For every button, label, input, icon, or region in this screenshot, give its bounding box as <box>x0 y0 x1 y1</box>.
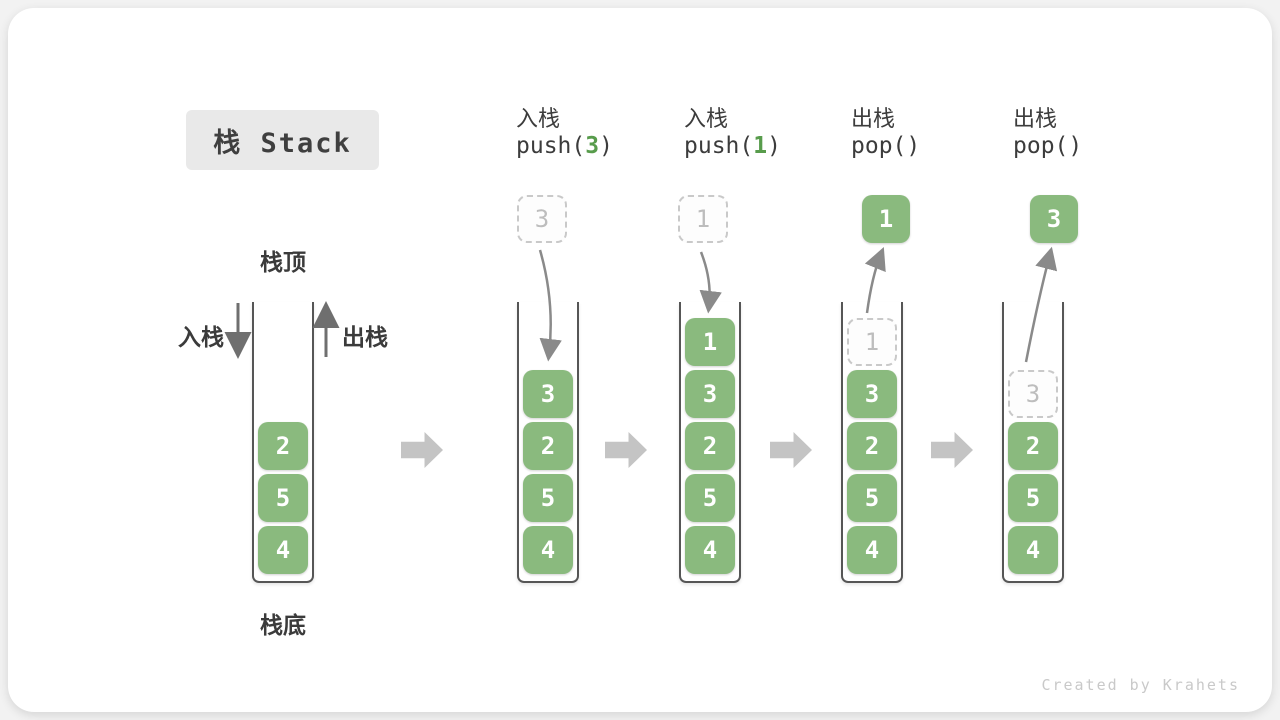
code-open: pop() <box>1013 133 1083 159</box>
code-open: pop() <box>851 133 921 159</box>
stack-well-initial <box>252 302 314 583</box>
stack-box: 4 <box>523 526 573 574</box>
stack-box: 4 <box>847 526 897 574</box>
header-pop-3-code: pop() <box>1013 132 1082 160</box>
stack-box: 5 <box>523 474 573 522</box>
stack-box: 5 <box>685 474 735 522</box>
float-popped-box-3: 3 <box>1030 195 1078 243</box>
header-pop-1-op: 出栈 <box>851 106 896 131</box>
header-push-3-op: 入栈 <box>516 106 561 131</box>
pop-direction-label: 出栈 <box>342 324 388 350</box>
stack-box: 5 <box>1008 474 1058 522</box>
header-push-3: 入栈 push(3) <box>516 106 613 160</box>
stack-box: 5 <box>847 474 897 522</box>
stack-box: 2 <box>685 422 735 470</box>
code-close: ) <box>599 133 613 159</box>
stack-top-label: 栈顶 <box>260 249 306 275</box>
stack-well-pop-3 <box>1002 302 1064 583</box>
float-ghost-box-3: 3 <box>517 195 567 243</box>
watermark: Created by Krahets <box>1041 676 1240 694</box>
header-pop-3: 出栈 pop() <box>1013 106 1082 160</box>
stack-box: 2 <box>523 422 573 470</box>
stack-box: 3 <box>847 370 897 418</box>
stack-box: 3 <box>685 370 735 418</box>
header-pop-1: 出栈 pop() <box>851 106 920 160</box>
header-pop-3-op: 出栈 <box>1013 106 1058 131</box>
stack-well-pop-1 <box>841 302 903 583</box>
stack-box: 4 <box>1008 526 1058 574</box>
stack-box: 1 <box>685 318 735 366</box>
header-push-3-code: push(3) <box>516 132 613 160</box>
stack-box: 2 <box>258 422 308 470</box>
code-close: ) <box>767 133 781 159</box>
stack-box: 3 <box>523 370 573 418</box>
diagram-title: 栈 Stack <box>186 110 379 170</box>
stack-box: 2 <box>1008 422 1058 470</box>
stack-box: 2 <box>847 422 897 470</box>
float-popped-box-1: 1 <box>862 195 910 243</box>
stack-well-push-3 <box>517 302 579 583</box>
stack-well-push-1 <box>679 302 741 583</box>
code-arg: 3 <box>585 133 600 159</box>
code-open: push( <box>684 133 754 159</box>
stack-ghost-box: 1 <box>847 318 897 366</box>
push-direction-label: 入栈 <box>178 324 224 350</box>
header-push-1-op: 入栈 <box>684 106 729 131</box>
stack-bottom-label: 栈底 <box>260 612 306 638</box>
stack-ghost-box: 3 <box>1008 370 1058 418</box>
stack-box: 4 <box>258 526 308 574</box>
header-push-1: 入栈 push(1) <box>684 106 781 160</box>
diagram-title-label: 栈 Stack <box>213 127 352 159</box>
code-arg: 1 <box>753 133 768 159</box>
header-push-1-code: push(1) <box>684 132 781 160</box>
stack-box: 5 <box>258 474 308 522</box>
stack-box: 4 <box>685 526 735 574</box>
float-ghost-box-1: 1 <box>678 195 728 243</box>
code-open: push( <box>516 133 586 159</box>
header-pop-1-code: pop() <box>851 132 920 160</box>
